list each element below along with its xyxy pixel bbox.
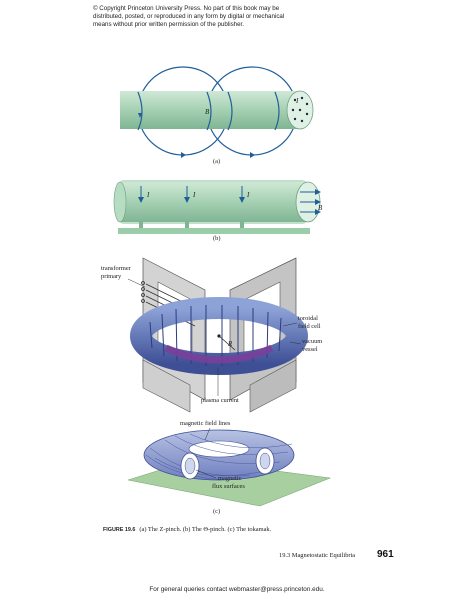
flux-surfaces-label: magnetic (218, 475, 242, 482)
copyright-line: means without prior written permission o… (93, 21, 244, 28)
vacuum-vessel-label: vessel (302, 346, 318, 353)
transformer-label: transformer (101, 265, 132, 272)
copyright-notice: © Copyright Princeton University Press. … (93, 5, 353, 29)
coil-leg (240, 222, 244, 233)
vacuum-vessel (130, 297, 308, 375)
transformer-label: primary (101, 273, 122, 280)
toroidal-field-cell-label: toroidal (298, 315, 318, 322)
field-line-front (206, 91, 212, 131)
field-label-b: B (205, 108, 210, 116)
copyright-line: distributed, posted, or reproduced in an… (93, 13, 285, 20)
figure-number: FIGURE 19.6 (103, 527, 136, 533)
panel-a-z-pinch: B I (a) (120, 66, 314, 165)
field-lines-label: magnetic field lines (180, 420, 231, 427)
core-leg (142, 359, 191, 413)
panel-b-theta-pinch: I I I B (b) (113, 180, 323, 242)
current-dots (291, 96, 309, 123)
major-radius-line (218, 335, 236, 351)
plasma-current-label: plasma current (201, 397, 239, 404)
field-line-front (274, 91, 280, 131)
running-head: 19.3 Magnetostatic Equilibria (279, 552, 356, 559)
page-number: 961 (377, 549, 394, 560)
current-label-i: I (246, 191, 250, 199)
plasma-current-ring (164, 344, 274, 364)
leader-line (195, 469, 217, 479)
flux-surfaces-label: flux surfaces (212, 483, 245, 490)
field-label-b: B (318, 204, 323, 212)
current-label-i: I (192, 191, 196, 199)
panel-c-flux-surfaces: magnetic field lines magnetic flux surfa… (127, 420, 332, 515)
core-leg (249, 359, 297, 413)
leader-line (204, 427, 211, 441)
figure-caption: FIGURE 19.6(a) The Z-pinch. (b) The Θ-pi… (103, 526, 271, 533)
current-label-i: I (146, 191, 150, 199)
flux-cross-section-inner (259, 452, 271, 470)
field-line-front (137, 91, 143, 131)
radius-label-r: R (227, 340, 233, 348)
leader-line (282, 322, 298, 327)
panel-a-tag: (a) (213, 158, 220, 165)
leader-line (127, 278, 146, 288)
caption-text: (a) The Z-pinch. (b) The Θ-pinch. (c) Th… (139, 526, 272, 533)
panel-c-tag: (c) (213, 508, 220, 515)
footer-contact: For general queries contact webmaster@pr… (149, 586, 325, 593)
plasma-cylinder (120, 182, 308, 222)
cylinder-start (113, 181, 127, 223)
vacuum-vessel-label: vacuum (302, 338, 322, 345)
current-label-i: I (295, 97, 299, 105)
coil-leg (185, 222, 189, 233)
torus-hole (188, 440, 250, 458)
toroidal-field-cell-label: field cell (298, 323, 321, 330)
arrowhead (138, 113, 142, 118)
coil-base (118, 228, 310, 234)
coil-leg (139, 222, 143, 233)
panel-c-tokamak: R transformer primary toroidal field cel… (101, 257, 322, 413)
flux-cross-section-inner (184, 457, 196, 475)
field-line-front (227, 91, 233, 131)
leader-line (289, 341, 302, 345)
arrowhead (181, 152, 186, 158)
copyright-line: © Copyright Princeton University Press. … (93, 5, 280, 12)
arrowhead (250, 152, 255, 158)
panel-b-tag: (b) (213, 235, 220, 242)
